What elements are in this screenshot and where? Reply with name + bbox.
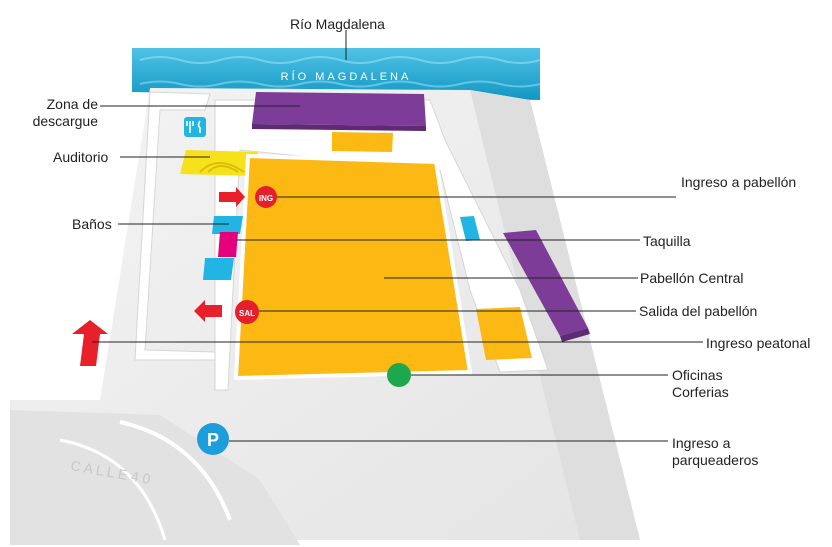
- unloading-building-side: [252, 124, 426, 131]
- label-restrooms: Baños: [72, 216, 112, 232]
- food-icon: [184, 117, 206, 137]
- svg-text:ING: ING: [259, 194, 273, 203]
- label-river: Río Magdalena: [290, 16, 385, 32]
- label-ticket-office: Taquilla: [643, 233, 691, 249]
- east-building: [503, 230, 588, 336]
- auditorium-seats: [199, 162, 245, 173]
- svg-text:P: P: [207, 430, 219, 450]
- exit-badge: [235, 300, 259, 324]
- label-parking: Ingreso a parqueaderos: [672, 435, 759, 468]
- river-name: RÍO MAGDALENA: [281, 70, 412, 83]
- exit-arrow: [194, 300, 222, 322]
- street-curb: [119, 420, 232, 521]
- label-entrance: Ingreso a pabellón: [681, 174, 797, 190]
- restroom-block: [203, 258, 234, 280]
- storage-block: [332, 132, 393, 152]
- leader-lines: [92, 30, 703, 442]
- entrance-badge: [255, 186, 277, 208]
- parking-badge: [197, 423, 229, 455]
- label-central-pavilion: Pabellón Central: [640, 270, 744, 286]
- east-building-side: [560, 328, 590, 342]
- restroom-block: [212, 216, 243, 234]
- street-curb: [59, 438, 167, 541]
- label-offices: Oficinas Corferias: [672, 367, 729, 400]
- restroom-east: [460, 216, 480, 241]
- pedestrian-arrow: [72, 320, 108, 366]
- offices-badge: [387, 363, 411, 387]
- unloading-building: [252, 92, 426, 126]
- west-corridor: [134, 91, 216, 361]
- auditorium-seats: [207, 165, 239, 173]
- label-unloading-zone: Zona de descargue: [32, 96, 98, 129]
- river-waves: [139, 80, 541, 88]
- svg-text:SAL: SAL: [239, 309, 255, 318]
- annex-block: [476, 307, 532, 360]
- label-auditorium: Auditorio: [53, 149, 109, 165]
- entrance-arrow: [219, 187, 245, 207]
- label-exit: Salida del pabellón: [639, 303, 758, 319]
- label-pedestrian-entrance: Ingreso peatonal: [706, 335, 811, 351]
- ticket-booth: [218, 232, 238, 257]
- river-waves: [139, 56, 541, 64]
